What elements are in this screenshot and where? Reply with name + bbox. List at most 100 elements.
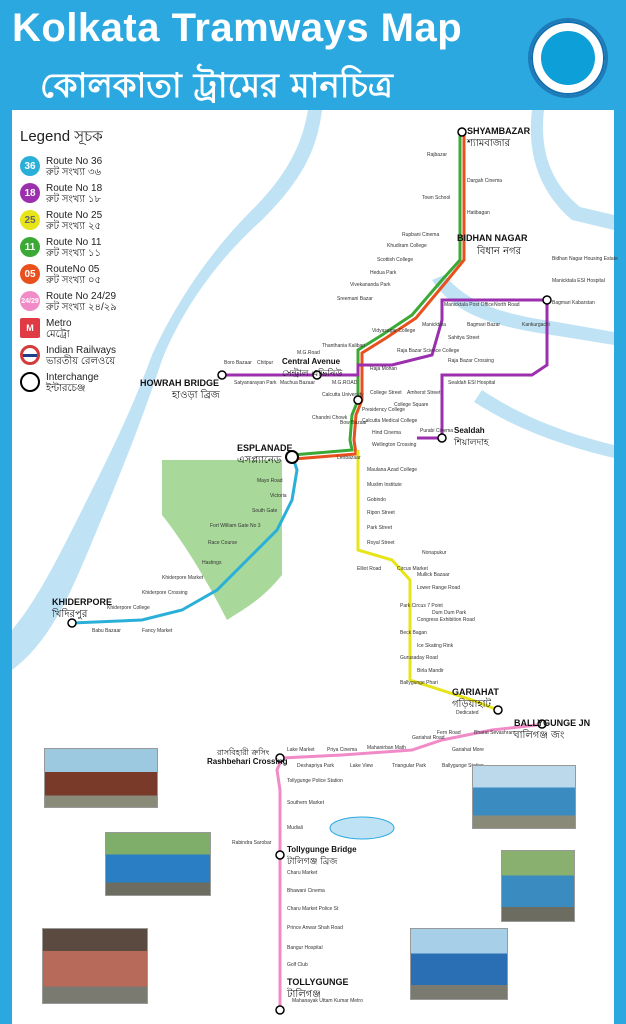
stop-chitpur[interactable]: Chitpur — [257, 360, 274, 366]
stop-raja-mohan[interactable]: Raja Mohan — [370, 366, 397, 372]
stop-ripon-street[interactable]: Ripon Street — [367, 510, 395, 516]
stop-manicktala-po[interactable]: Manicktala Post Office — [444, 302, 494, 308]
stop-vivekananda-park[interactable]: Vivekananda Park — [350, 282, 391, 288]
stop-gobindo[interactable]: Gobindo — [367, 497, 386, 503]
stop-bidhan-nagar-housing[interactable]: Bidhan Nagar Housing Estate — [552, 256, 618, 262]
stop-kankurgachi[interactable]: Kankurgachi — [522, 322, 550, 328]
stop-science-college[interactable]: Raja Bazar Science College — [397, 348, 460, 354]
stop-hastings[interactable]: Hastings — [202, 560, 222, 566]
stop-fern-road[interactable]: Fern Road — [437, 730, 461, 736]
stop-purabi-cinema[interactable]: Purabi Cinema — [420, 428, 454, 434]
central-avenue-label[interactable]: Central Avenue — [282, 357, 341, 366]
stop-park-street[interactable]: Park Street — [367, 525, 393, 531]
stop-chandni-chowk[interactable]: Chandni Chowk — [312, 415, 348, 421]
stop-deshapriya-park[interactable]: Deshapriya Park — [297, 763, 334, 769]
stop-vidyasagar-college[interactable]: Vidyasagar College — [372, 328, 416, 334]
stop-rajbazar[interactable]: Rajbazar — [427, 152, 448, 158]
stop-beck-bagan[interactable]: Beck Bagan — [400, 630, 427, 636]
stop-priya-cinema[interactable]: Priya Cinema — [327, 747, 358, 753]
stop-lake-market[interactable]: Lake Market — [287, 747, 315, 753]
stop-hatibagan[interactable]: Hatibagan — [467, 210, 490, 216]
esplanade-label[interactable]: ESPLANADE — [237, 443, 293, 453]
stop-gariahat-road[interactable]: Gariahat Road — [412, 735, 445, 741]
stop-mudiali[interactable]: Mudiali — [287, 825, 303, 831]
stop-south-gate[interactable]: South Gate — [252, 508, 278, 514]
stop-birla-mandir[interactable]: Birla Mandir — [417, 668, 444, 674]
stop-fancy-market[interactable]: Fancy Market — [142, 628, 173, 634]
stop-mayo-road[interactable]: Mayo Road — [257, 478, 283, 484]
bidhannagar-label[interactable]: BIDHAN NAGAR — [457, 233, 528, 243]
ballygunge-label[interactable]: BALLYGUNGE JN — [514, 718, 591, 728]
stop-dum-dum-park[interactable]: Dum Dum Park — [432, 610, 467, 616]
stop-north-road[interactable]: North Road — [494, 302, 520, 308]
stop-mahanirban-math[interactable]: Mahanirban Math — [367, 745, 406, 751]
stop-uttam-kumar-metro[interactable]: Mahanayak Uttam Kumar Metro — [292, 998, 363, 1004]
stop-khiderpore-crossing[interactable]: Khiderpore Crossing — [142, 590, 188, 596]
stop-park-circus[interactable]: Park Circus 7 Point — [400, 603, 443, 609]
stop-satyanarayan-park[interactable]: Satyanarayan Park — [234, 380, 277, 386]
stop-manicktala[interactable]: Manicktala — [422, 322, 446, 328]
stop-mg-road-2[interactable]: M.G.ROAD — [332, 380, 358, 386]
stop-town-school[interactable]: Town School — [422, 195, 451, 201]
stop-khiderpore-market[interactable]: Khiderpore Market — [162, 575, 204, 581]
stop-dedicated[interactable]: Dedicated — [456, 710, 479, 716]
tollygunge-bridge-label[interactable]: Tollygunge Bridge — [287, 845, 357, 854]
stop-rupbani-cinema[interactable]: Rupbani Cinema — [402, 232, 440, 238]
stop-bagmari-bazar[interactable]: Bagmari Bazar — [467, 322, 501, 328]
stop-bangur-hospital[interactable]: Bangur Hospital — [287, 945, 323, 951]
gariahat-label[interactable]: GARIAHAT — [452, 687, 499, 697]
stop-race-course[interactable]: Race Course — [208, 540, 238, 546]
stop-fort-william[interactable]: Fort William Gate No 3 — [210, 523, 261, 529]
stop-royal-street[interactable]: Royal Street — [367, 540, 395, 546]
stop-charu-market[interactable]: Charu Market — [287, 870, 318, 876]
stop-maulana-azad[interactable]: Maulana Azad College — [367, 467, 418, 473]
stop-amherst-street[interactable]: Amherst Street — [407, 390, 441, 396]
tollygunge-label[interactable]: TOLLYGUNGE — [287, 977, 349, 987]
stop-sahitya-street[interactable]: Sahitya Street — [448, 335, 480, 341]
stop-bow-bazaar[interactable]: Bow Bazaar — [340, 420, 367, 426]
stop-prince-anwar-shah[interactable]: Prince Anwar Shah Road — [287, 925, 343, 931]
stop-scottish-college[interactable]: Scottish College — [377, 257, 414, 263]
stop-mg-road[interactable]: M.G.Road — [297, 350, 320, 356]
stop-hind-cinema[interactable]: Hind Cinema — [372, 430, 401, 436]
stop-ballygunge-station[interactable]: Ballygunge Station — [442, 763, 484, 769]
stop-triangular-park[interactable]: Triangular Park — [392, 763, 426, 769]
stop-medical-college[interactable]: Calcutta Medical College — [362, 418, 418, 424]
stop-khudiram-college[interactable]: Khudiram College — [387, 243, 427, 249]
stop-ice-skating[interactable]: Ice Skating Rink — [417, 643, 454, 649]
stop-dargah-cinema[interactable]: Dargah Cinema — [467, 178, 503, 184]
stop-rabindra-sarobar[interactable]: Rabindra Sarobar — [232, 840, 272, 846]
stop-nonapukur[interactable]: Nonapukur — [422, 550, 447, 556]
stop-gariahat-more[interactable]: Gariahat More — [452, 747, 484, 753]
sealdah-label[interactable]: Sealdah — [454, 426, 485, 435]
stop-mullick-bazaar[interactable]: Mullick Bazaar — [417, 572, 450, 578]
stop-charu-market-ps[interactable]: Charu Market Police St — [287, 906, 339, 912]
stop-lower-range[interactable]: Lower Range Road — [417, 585, 461, 591]
rashbehari-label[interactable]: Rashbehari Crossing — [207, 757, 288, 766]
stop-khiderpore-college[interactable]: Khiderpore College — [107, 605, 150, 611]
stop-sealdah-esi[interactable]: Sealdah ESI Hospital — [448, 380, 496, 386]
stop-congress-exhibition[interactable]: Congress Exhibition Road — [417, 617, 475, 623]
stop-lake-view[interactable]: Lake View — [350, 763, 373, 769]
stop-presidency-college[interactable]: Presidency College — [362, 407, 406, 413]
stop-manicktala-esi[interactable]: Manicktala ESI Hospital — [552, 278, 605, 284]
stop-gurusaday[interactable]: Gurusaday Road — [400, 655, 438, 661]
shyambazar-label[interactable]: SHYAMBAZAR — [467, 126, 531, 136]
howrah-label[interactable]: HOWRAH BRIDGE — [140, 378, 219, 388]
stop-bhawani-cinema[interactable]: Bhawani Cinema — [287, 888, 325, 894]
stop-calcutta-university[interactable]: Calcutta University — [322, 392, 364, 398]
stop-bharat-sevashram[interactable]: Bharat Sevashram — [474, 730, 516, 736]
stop-sreemani-bazar[interactable]: Sreemani Bazar — [337, 296, 373, 302]
stop-bagmari-kabarstan[interactable]: Bagmari Kabarstan — [552, 300, 595, 306]
stop-hedua-park[interactable]: Hedua Park — [370, 270, 397, 276]
stop-ballygunge-phari[interactable]: Ballygunge Phari — [400, 680, 438, 686]
stop-southern-market[interactable]: Southern Market — [287, 800, 324, 806]
stop-lenbazaar[interactable]: Lenbazaar — [337, 455, 361, 461]
stop-victoria[interactable]: Victoria — [270, 493, 287, 499]
stop-elliot-road[interactable]: Elliot Road — [357, 566, 382, 572]
stop-muslim-institute[interactable]: Muslim Institute — [367, 482, 402, 488]
stop-college-square[interactable]: College Square — [394, 402, 429, 408]
stop-tollygunge-police[interactable]: Tollygunge Police Station — [287, 778, 343, 784]
stop-babu-bazaar[interactable]: Babu Bazaar — [92, 628, 121, 634]
